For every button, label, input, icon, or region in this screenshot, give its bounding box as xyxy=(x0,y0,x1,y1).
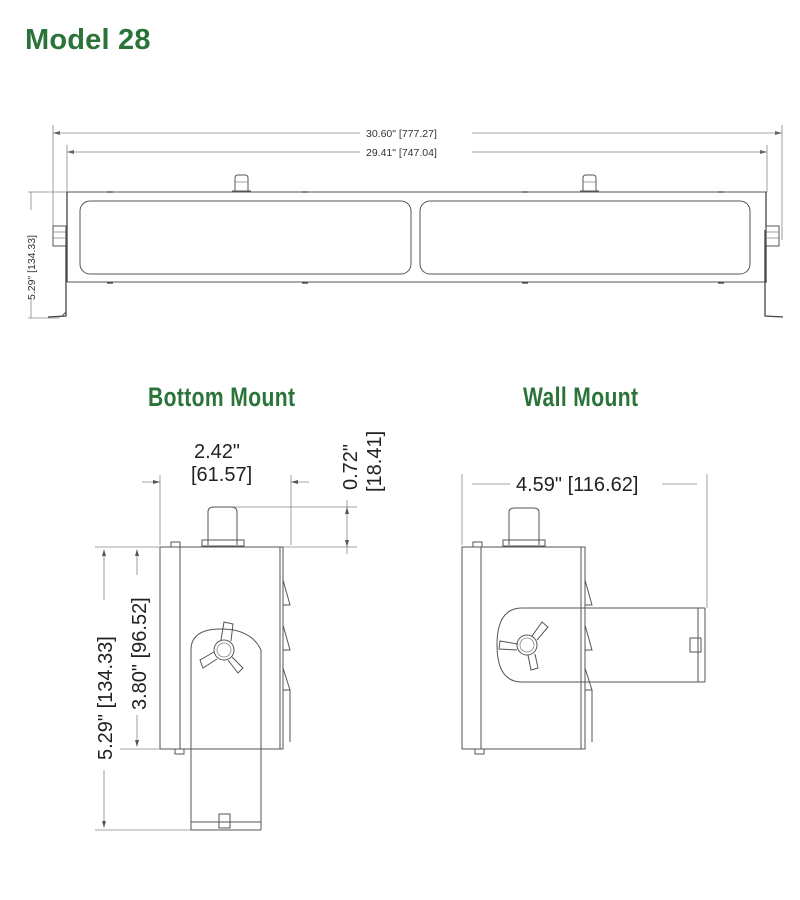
wall-mount-drawing: 4.59" [116.62] xyxy=(461,474,708,755)
overall-width-label: 30.60" [777.27] xyxy=(366,128,437,140)
top-cap-right xyxy=(580,174,599,192)
front-view-drawing: 30.60" [777.27] 29.41" [747.04] 5.29" [1… xyxy=(26,125,784,319)
wall-mount-heading: Wall Mount xyxy=(523,382,639,412)
front-height-dimension: 5.29" [134.33] xyxy=(26,191,67,319)
inner-width-label: 29.41" [747.04] xyxy=(366,147,437,159)
overall-height-label: 5.29" [134.33] xyxy=(95,636,117,760)
body-height-label: 3.80" [96.52] xyxy=(129,597,151,710)
lens-panel-right xyxy=(419,200,751,275)
lens-panel-left xyxy=(79,200,412,275)
wall-wing-knob xyxy=(498,621,549,671)
bottom-width-mm: [61.57] xyxy=(191,464,252,486)
bottom-mount-heading: Bottom Mount xyxy=(148,382,296,412)
overall-width-dimension: 30.60" [777.27] xyxy=(52,125,783,240)
fixture-housing xyxy=(47,191,784,318)
page-title: Model 28 xyxy=(25,24,151,56)
cap-height-in: 0.72" xyxy=(340,444,362,490)
top-cap-left xyxy=(232,174,251,192)
bottom-width-in: 2.42" xyxy=(194,441,240,463)
front-height-label: 5.29" [134.33] xyxy=(26,235,38,300)
wall-depth-label: 4.59" [116.62] xyxy=(516,474,638,496)
bottom-mount-drawing: 2.42" [61.57] 0.72" [18.41] xyxy=(95,431,386,831)
bottom-wing-knob xyxy=(199,621,244,674)
inner-width-dimension: 29.41" [747.04] xyxy=(66,145,768,192)
cap-height-mm: [18.41] xyxy=(364,431,386,492)
housing-tabs xyxy=(107,191,724,284)
